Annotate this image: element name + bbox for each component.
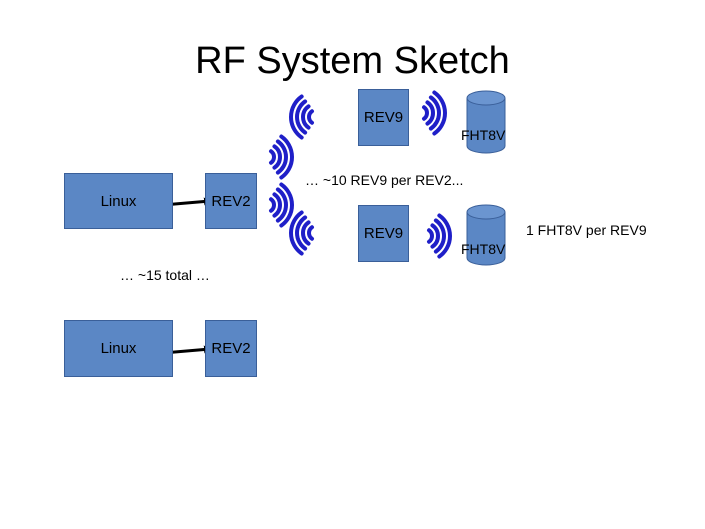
signal-icon-rev9-top-in: [289, 94, 314, 140]
rev2-label-bottom: REV2: [211, 340, 251, 357]
rev2-box-top: REV2: [205, 173, 257, 229]
fht8v-label-bottom: FHT8V: [461, 241, 506, 257]
signal-icon-rev9-top-out: [422, 90, 447, 136]
signal-icon-rev2-up: [269, 134, 294, 180]
linux-label-top: Linux: [100, 192, 137, 210]
fht8v-label-top: FHT8V: [461, 127, 506, 143]
signal-icon-rev2-down: [269, 182, 294, 228]
signal-icon-rev9-bottom-in: [289, 210, 314, 256]
fht8v-cylinder-bottom: [466, 204, 506, 266]
linux-label-bottom: Linux: [100, 340, 137, 357]
rev9-box-bottom: REV9: [358, 205, 409, 262]
fht8v-per-rev9-note: 1 FHT8V per REV9: [526, 222, 647, 238]
total-count-note: … ~15 total …: [120, 267, 210, 283]
rev9-per-rev2-note: … ~10 REV9 per REV2...: [305, 172, 464, 188]
rev9-label-bottom: REV9: [363, 225, 404, 242]
signal-icon-rev9-bottom-out: [427, 213, 452, 259]
fht8v-cylinder-top: [466, 90, 506, 154]
linux-box-top: Linux: [64, 173, 173, 229]
rev9-label-top: REV9: [363, 109, 404, 126]
linux-box-bottom: Linux: [64, 320, 173, 377]
diagram-title: RF System Sketch: [195, 40, 510, 82]
rev2-label-top: REV2: [211, 192, 251, 210]
rev9-box-top: REV9: [358, 89, 409, 146]
rev2-box-bottom: REV2: [205, 320, 257, 377]
